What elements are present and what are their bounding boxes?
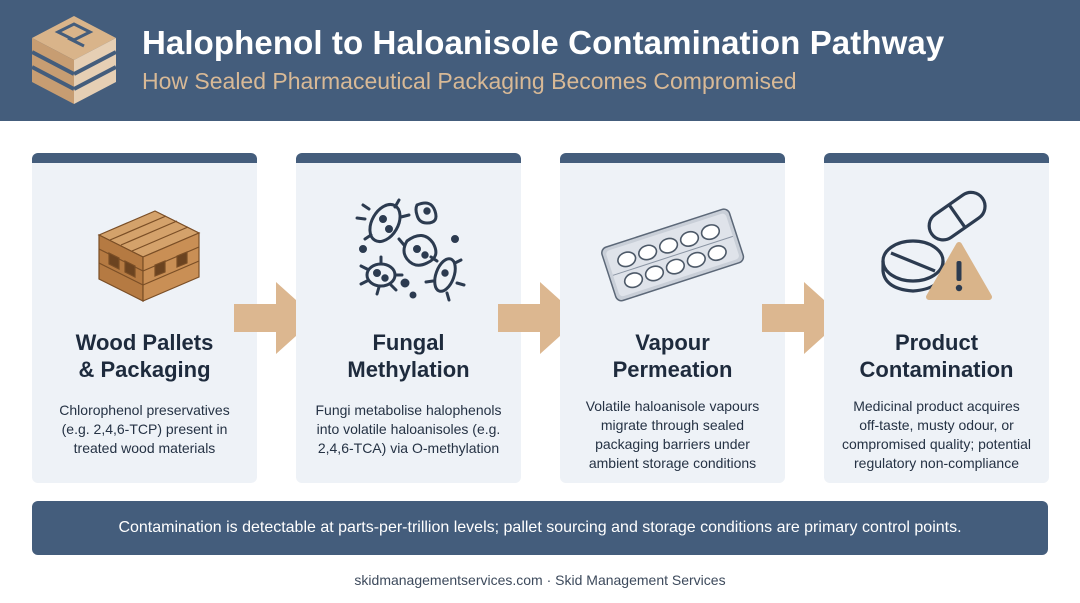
- card-description: Chlorophenol preservatives (e.g. 2,4,6-T…: [59, 402, 230, 456]
- step-card-vapour-permeation: Vapour Permeation Volatile haloanisole v…: [560, 153, 785, 483]
- step-card-product-contamination: Product Contamination Medicinal product …: [824, 153, 1049, 483]
- page-subtitle: How Sealed Pharmaceutical Packaging Beco…: [142, 68, 797, 94]
- header-banner: Halophenol to Haloanisole Contamination …: [0, 0, 1080, 121]
- pallet-logo-icon: [31, 16, 117, 104]
- card-accent-bar: [560, 153, 785, 163]
- summary-text: Contamination is detectable at parts-per…: [118, 519, 962, 536]
- card-accent-bar: [824, 153, 1049, 163]
- flow-arrow-icon: [234, 282, 316, 354]
- flow-arrow-icon: [762, 282, 844, 354]
- card-accent-bar: [296, 153, 521, 163]
- card-title: Fungal Methylation: [347, 330, 470, 382]
- pill-warning-icon: [881, 190, 992, 300]
- card-title: Wood Pallets & Packaging: [75, 330, 214, 382]
- fungi-microbes-icon: [355, 198, 466, 302]
- card-accent-bar: [32, 153, 257, 163]
- card-description: Fungi metabolise halophenols into volati…: [315, 402, 502, 456]
- step-card-fungal-methylation: Fungal Methylation Fungi metabolise halo…: [296, 153, 521, 483]
- card-description: Medicinal product acquires off-taste, mu…: [841, 398, 1032, 471]
- card-title: Vapour Permeation: [612, 330, 733, 382]
- flow-arrow-icon: [498, 282, 580, 354]
- wood-pallet-icon: [97, 210, 201, 302]
- footer-credit: skidmanagementservices.com · Skid Manage…: [354, 572, 726, 588]
- card-title: Product Contamination: [859, 330, 1014, 382]
- page-title: Halophenol to Haloanisole Contamination …: [142, 24, 945, 61]
- step-card-wood-pallets: Wood Pallets & Packaging Chlorophenol pr…: [32, 153, 257, 483]
- card-description: Volatile haloanisole vapours migrate thr…: [585, 398, 760, 471]
- summary-callout: Contamination is detectable at parts-per…: [32, 501, 1048, 555]
- blister-pack-icon: [601, 208, 745, 302]
